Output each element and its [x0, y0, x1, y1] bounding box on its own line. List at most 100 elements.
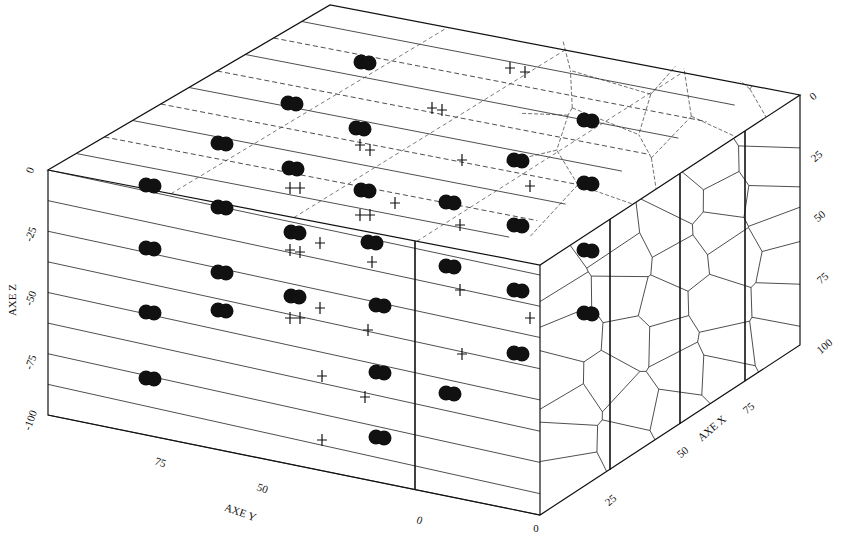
- sample-cross: [295, 182, 305, 194]
- sample-cross: [457, 154, 467, 166]
- cell-mesh: [480, 30, 810, 280]
- sample-cross: [525, 180, 535, 192]
- sample-dot: [282, 161, 305, 177]
- tick-label: 25: [601, 491, 619, 509]
- sample-dot: [577, 306, 600, 322]
- sample-cross: [360, 391, 370, 403]
- sample-dot: [139, 241, 162, 257]
- sample-dot: [139, 371, 162, 387]
- mesh-lines: [48, 22, 810, 526]
- layer-line: [48, 293, 540, 400]
- sample-dot: [139, 305, 162, 321]
- section-line: [744, 131, 746, 381]
- sample-cross: [285, 312, 295, 324]
- tick-label: 75: [739, 399, 757, 417]
- sample-cross: [355, 209, 365, 221]
- tick-label: 0: [414, 513, 425, 527]
- layer-line: [48, 262, 540, 369]
- sample-cross: [285, 182, 295, 194]
- side-faces: [48, 95, 800, 515]
- sample-dot: [369, 298, 392, 314]
- sample-cross: [505, 62, 515, 74]
- sample-cross: [295, 246, 305, 258]
- sample-dot: [284, 225, 307, 241]
- sample-dot: [507, 346, 530, 362]
- tick-label: -25: [21, 224, 38, 244]
- top-face: [48, 5, 800, 265]
- sample-cross: [315, 237, 325, 249]
- grid-line: [189, 88, 622, 172]
- tick-label: 50: [254, 480, 270, 496]
- grid-line: [417, 73, 683, 242]
- tick-label: 75: [813, 269, 831, 287]
- section-line: [609, 219, 611, 470]
- sample-dot: [281, 96, 304, 112]
- sample-dot: [577, 243, 600, 259]
- grid-line: [245, 55, 678, 139]
- sample-cross: [295, 312, 305, 324]
- layer-line: [48, 354, 540, 463]
- grid-line: [274, 38, 707, 122]
- tick-label: -75: [21, 352, 38, 372]
- axis-title: AXE Z: [6, 283, 18, 317]
- sample-dot: [354, 55, 377, 71]
- sample-cross: [455, 284, 465, 296]
- grid-line: [171, 28, 448, 194]
- sample-cross: [317, 370, 327, 382]
- front-edge: [539, 265, 540, 515]
- tick-label: -50: [21, 288, 38, 308]
- grid-line: [133, 121, 566, 205]
- grid-line: [217, 71, 650, 155]
- sample-dot: [507, 283, 530, 299]
- sample-cross: [525, 312, 535, 324]
- sample-dot: [577, 113, 600, 129]
- tick-label: 50: [810, 207, 828, 225]
- sample-cross: [355, 139, 365, 151]
- tick-label: 50: [673, 443, 691, 461]
- sample-cross: [455, 219, 465, 231]
- sample-dot: [439, 386, 462, 402]
- cell-mesh: [530, 85, 810, 525]
- sample-dot: [211, 136, 234, 152]
- grid-line: [294, 50, 565, 218]
- sample-cross: [427, 102, 437, 114]
- section-line: [414, 241, 416, 490]
- sample-dot: [577, 176, 600, 192]
- sample-dot: [507, 153, 530, 169]
- sample-cross: [363, 324, 373, 336]
- sample-dot: [361, 235, 384, 251]
- sample-dot: [211, 303, 234, 319]
- tick-label: 0: [532, 522, 540, 534]
- section-line: [679, 174, 681, 424]
- sample-cross: [317, 434, 327, 446]
- sample-cross: [437, 104, 447, 116]
- sample-dot: [139, 178, 162, 194]
- tick-label: 0: [23, 164, 37, 175]
- sample-cross: [365, 209, 375, 221]
- sample-cross: [315, 302, 325, 314]
- sample-cross: [367, 256, 377, 268]
- sample-dot: [507, 218, 530, 234]
- tick-label: 75: [152, 454, 168, 470]
- axis-title: AXE X: [695, 412, 730, 444]
- grid-line: [76, 154, 509, 238]
- layer-line: [48, 384, 540, 493]
- sample-cross: [365, 144, 375, 156]
- sample-dot: [284, 289, 307, 305]
- grid-line: [161, 104, 594, 188]
- sample-dot: [354, 183, 377, 199]
- sample-dot: [211, 265, 234, 281]
- layer-line: [48, 170, 540, 275]
- layer-line: [48, 323, 540, 431]
- sample-cross: [457, 348, 467, 360]
- tick-label: 25: [807, 147, 825, 165]
- block-outline: [48, 5, 800, 515]
- axis-title: AXE Y: [222, 500, 259, 523]
- sample-dot: [349, 121, 372, 137]
- sample-dot: [369, 430, 392, 446]
- sample-dot: [369, 365, 392, 381]
- tick-label: -100: [21, 408, 40, 433]
- sample-marks: [139, 55, 600, 447]
- grid-line: [104, 137, 537, 221]
